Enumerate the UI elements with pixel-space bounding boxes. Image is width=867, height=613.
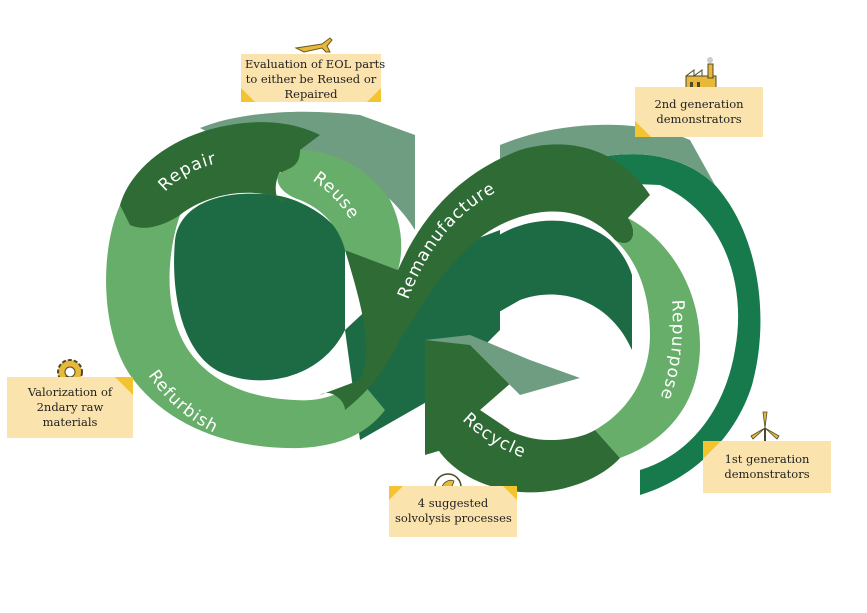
right-hole-inner-wall [485,220,632,350]
note-line: 4 suggested [417,496,489,510]
repair-segment [120,122,320,228]
note-line: 2ndary raw [36,400,104,414]
note-line: Repaired [284,87,338,101]
arrowhead-top-face [425,335,580,395]
note-1st-generation: 1st generation demonstrators [703,441,831,493]
note-accent [115,377,133,395]
remanufacture-segment [320,144,650,410]
airplane-icon [294,37,333,53]
note-accent [635,121,651,137]
crossing-side-wall [345,230,500,440]
note-evaluation: Evaluation of EOL parts to either be Reu… [241,54,386,102]
note-line: 2nd generation [654,97,744,111]
note-line: solvolysis processes [395,511,512,525]
note-line: Evaluation of EOL parts [245,57,386,71]
left-hole-inner-wall [174,193,345,381]
note-solvolysis: 4 suggested solvolysis processes [389,486,517,537]
note-line: demonstrators [724,467,810,481]
refurbish-segment [106,205,386,449]
note-accent [367,88,381,102]
note-line: Valorization of [27,385,113,399]
note-accent [503,486,517,500]
note-accent [389,486,403,500]
note-accent [241,88,255,102]
note-line: demonstrators [656,112,742,126]
note-2nd-generation: 2nd generation demonstrators [635,87,763,137]
repurpose-segment [595,218,700,458]
note-accent [703,441,721,459]
note-line: 1st generation [724,452,810,466]
note-valorization: Valorization of 2ndary raw materials [7,377,133,438]
note-line: to either be Reused or [245,72,377,86]
note-line: materials [42,415,98,429]
reuse-segment [277,150,402,270]
